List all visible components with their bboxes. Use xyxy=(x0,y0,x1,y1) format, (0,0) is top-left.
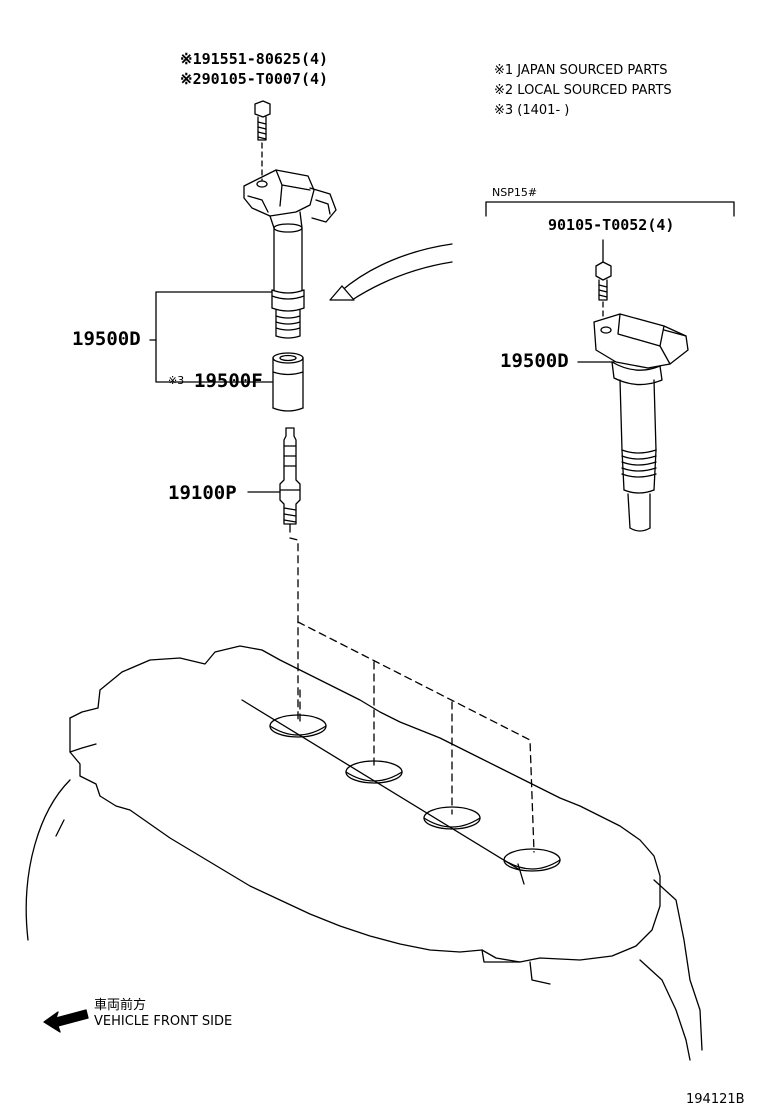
spark-plug-icon xyxy=(279,427,301,533)
install-guide-lines xyxy=(289,537,535,853)
plug-part-callout: 19100P xyxy=(168,482,237,504)
note-japan-sourced: ※1 JAPAN SOURCED PARTS xyxy=(494,63,668,78)
bolt-variant-icon xyxy=(595,261,612,301)
variant-bracket xyxy=(485,201,735,217)
note-date-range: ※3 (1401- ) xyxy=(494,103,570,118)
boot-part-callout: 19500F xyxy=(194,370,263,392)
boot-note-marker: ※3 xyxy=(168,374,185,387)
figure-id: 194121B xyxy=(686,1092,745,1107)
variant-coil-part: 19500D xyxy=(500,350,569,372)
front-side-en: VEHICLE FRONT SIDE xyxy=(94,1014,233,1029)
variant-label: NSP15# xyxy=(492,186,538,199)
note-local-sourced: ※2 LOCAL SOURCED PARTS xyxy=(494,83,672,98)
ignition-coil-icon xyxy=(243,169,337,339)
ignition-coil-variant-icon xyxy=(593,313,689,532)
coil-part-callout: 19500D xyxy=(72,328,141,350)
variant-bolt-part: 90105-T0052(4) xyxy=(548,216,675,234)
coil-boot-icon xyxy=(272,352,304,412)
front-side-jp: 車両前方 xyxy=(94,998,147,1013)
front-arrow-icon xyxy=(43,1009,89,1033)
top-bolt-part-1: ※191551-80625(4) xyxy=(180,50,329,68)
cylinder-head-icon xyxy=(25,645,703,1061)
top-bolt-part-2: ※290105-T0007(4) xyxy=(180,70,329,88)
bolt-top-icon xyxy=(254,100,271,141)
